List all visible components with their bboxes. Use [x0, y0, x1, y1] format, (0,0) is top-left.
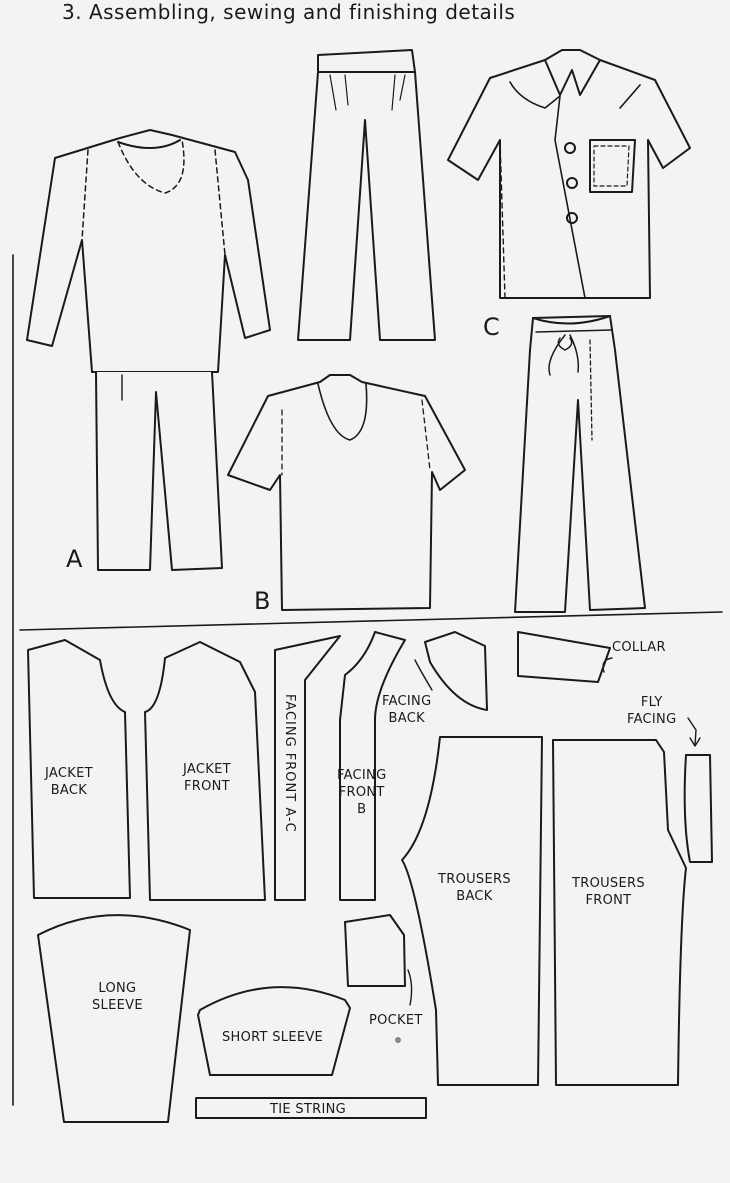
fly-facing-piece — [683, 754, 713, 863]
drawstring-trousers-view — [514, 315, 646, 613]
label-trousers-back: TROUSERS BACK — [438, 872, 511, 904]
label-collar: COLLAR — [612, 640, 666, 655]
view-letter-a: A — [66, 545, 83, 573]
facing-front-b-piece — [339, 631, 406, 901]
label-fly-facing: FLY FACING — [627, 695, 677, 727]
short-sleeve-piece — [197, 986, 351, 1076]
view-c-illustration — [447, 49, 691, 299]
view-a-illustration — [26, 129, 271, 571]
trousers-front-piece — [552, 739, 687, 1086]
view-letter-b: B — [254, 587, 271, 615]
facing-front-ac-piece — [274, 635, 341, 901]
label-pocket: POCKET — [369, 1013, 423, 1028]
label-short-sleeve: SHORT SLEEVE — [222, 1030, 324, 1045]
label-facing-front-b: FACING FRONT B — [337, 768, 387, 817]
label-facing-back: FACING BACK — [382, 694, 432, 726]
page-heading: 3. Assembling, sewing and finishing deta… — [62, 0, 516, 24]
facing-back-piece — [424, 631, 488, 711]
pocket-piece — [344, 914, 406, 987]
label-long-sleeve: LONG SLEEVE — [92, 981, 143, 1013]
label-tie-string: TIE STRING — [270, 1102, 346, 1117]
jacket-front-piece — [144, 641, 266, 901]
label-jacket-back: JACKET BACK — [45, 766, 93, 798]
label-arrows — [407, 657, 701, 1006]
tie-string-piece — [195, 1097, 427, 1119]
label-jacket-front: JACKET FRONT — [183, 762, 231, 794]
long-sleeve-piece — [37, 914, 191, 1123]
view-letter-c: C — [483, 313, 500, 341]
jacket-back-piece — [27, 639, 131, 899]
trousers-view-top — [297, 49, 436, 341]
label-facing-front-ac: FACING FRONT A-C — [282, 694, 297, 833]
trousers-back-piece — [401, 736, 543, 1086]
section-divider — [19, 611, 723, 631]
label-trousers-front: TROUSERS FRONT — [572, 876, 645, 908]
pattern-dot — [395, 1037, 401, 1043]
collar-piece — [517, 631, 611, 683]
view-b-illustration — [227, 374, 466, 611]
